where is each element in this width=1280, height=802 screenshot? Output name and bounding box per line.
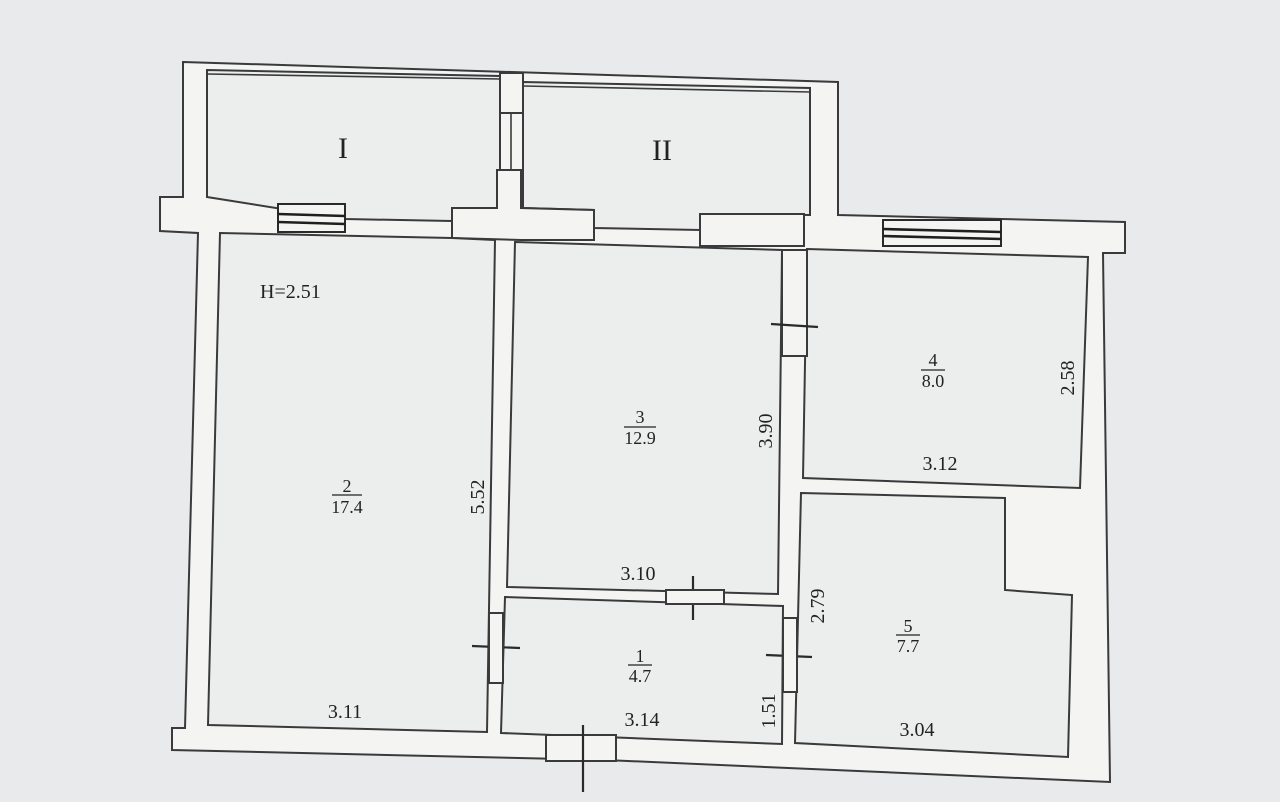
dim-room2-width: 3.11	[328, 701, 362, 723]
balcony-I	[206, 68, 501, 224]
dim-room4-width: 3.12	[923, 453, 958, 475]
svg-text:7.7: 7.7	[897, 636, 920, 656]
balcony-I-label: I	[338, 132, 348, 165]
svg-text:3: 3	[636, 407, 645, 427]
door-opening	[665, 589, 725, 605]
room-3-label: 3 12.9	[624, 407, 656, 448]
room-5-label: 5 7.7	[896, 616, 920, 656]
partition-cross	[451, 169, 595, 241]
balcony-rail	[522, 85, 811, 93]
door-marker	[770, 322, 819, 329]
svg-text:17.4: 17.4	[331, 497, 363, 517]
wall-column	[699, 213, 805, 247]
door-opening	[488, 612, 504, 684]
room-2-label: 2 17.4	[331, 476, 363, 517]
partition-post	[499, 72, 524, 114]
svg-text:2: 2	[343, 476, 352, 496]
svg-text:12.9: 12.9	[624, 428, 656, 448]
svg-text:4.7: 4.7	[629, 666, 652, 686]
svg-text:1: 1	[636, 646, 645, 666]
ceiling-height: H=2.51	[260, 281, 321, 303]
room-5	[793, 491, 1074, 759]
dim-room5-width: 3.04	[900, 719, 935, 741]
entrance-door	[545, 725, 617, 792]
svg-text:4: 4	[929, 350, 938, 370]
room-4	[801, 247, 1090, 490]
balcony-rail	[206, 73, 501, 80]
room-3	[505, 240, 784, 596]
dim-room3-width: 3.10	[621, 563, 656, 585]
balcony-II-label: II	[652, 134, 672, 167]
window	[277, 203, 346, 233]
room-4-label: 4 8.0	[921, 350, 945, 391]
svg-text:8.0: 8.0	[922, 371, 945, 391]
dim-room1-length: 1.51	[758, 694, 780, 729]
dim-room3-length: 3.90	[755, 414, 777, 449]
window	[882, 219, 1002, 247]
wall-column	[781, 249, 808, 357]
dim-room1-width: 3.14	[625, 709, 660, 731]
svg-text:5: 5	[904, 616, 913, 636]
door-opening	[782, 617, 798, 693]
dim-room4-length: 2.58	[1057, 361, 1079, 396]
room-1-label: 1 4.7	[628, 646, 652, 686]
room-2	[206, 231, 497, 734]
dim-room2-length: 5.52	[467, 480, 489, 515]
dim-room5-length: 2.79	[807, 589, 829, 624]
